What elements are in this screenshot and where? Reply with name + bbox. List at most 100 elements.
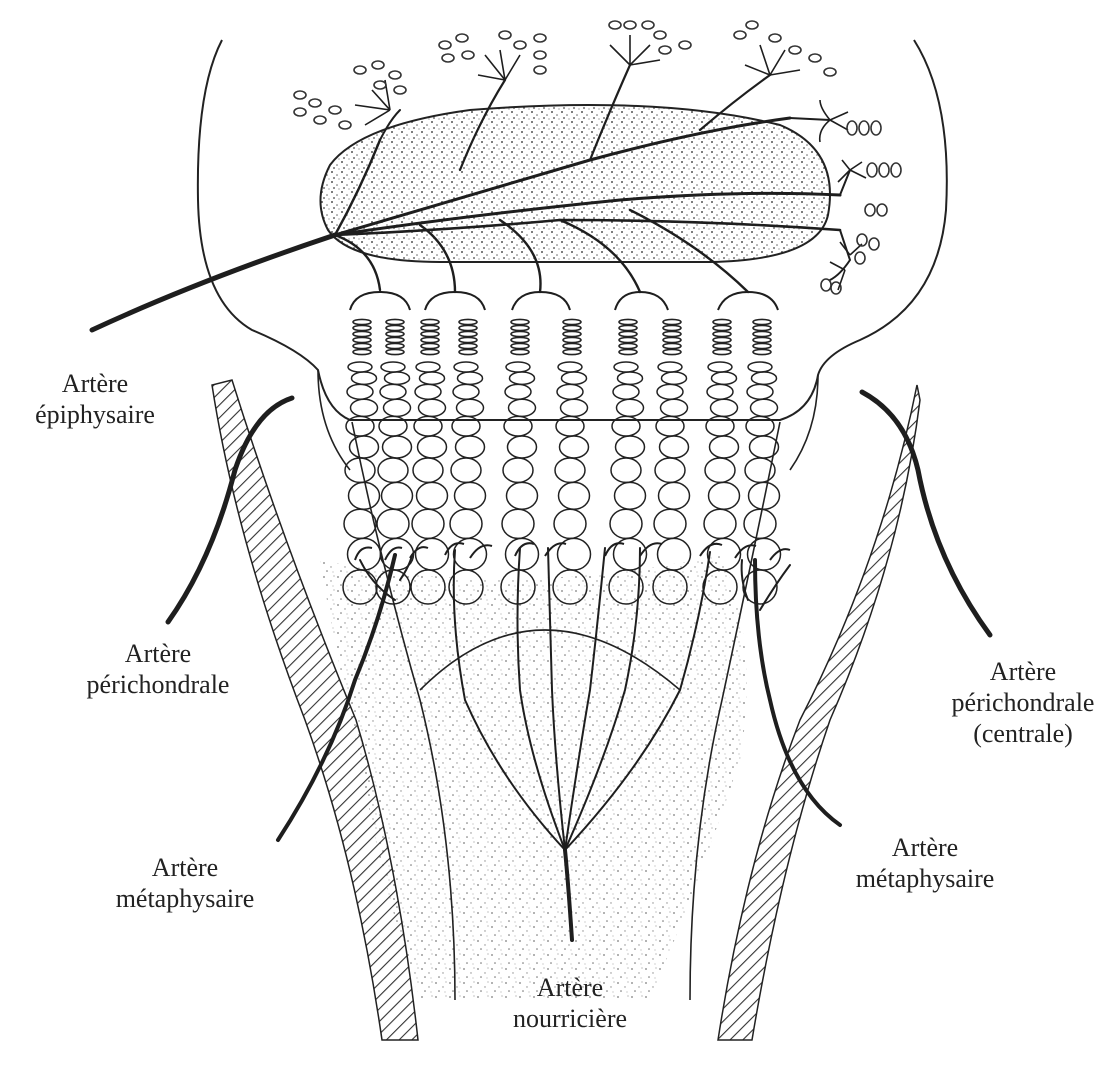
- cartilage-cell: [711, 399, 738, 416]
- cartilage-cell: [416, 362, 440, 372]
- cartilage-cell: [380, 384, 406, 399]
- cartilage-cell: [617, 399, 644, 416]
- cartilage-cell: [619, 349, 637, 354]
- cartilage-cell: [386, 331, 404, 336]
- cartilage-cell: [508, 436, 537, 458]
- cartilage-cell: [618, 372, 643, 384]
- cartilage-cell: [561, 399, 588, 416]
- cartilage-cell: [421, 319, 439, 324]
- cartilage-cell: [663, 319, 681, 324]
- epiphyseal-loops: [350, 292, 778, 310]
- cartilage-cell: [663, 349, 681, 354]
- cartilage-cell: [511, 349, 529, 354]
- label-metaphyseal-artery-right: Artère métaphysaire: [840, 832, 1010, 894]
- cartilage-cell: [459, 325, 477, 330]
- label-line: nourricière: [485, 1003, 655, 1034]
- cartilage-cell: [503, 458, 533, 482]
- cartilage-cell: [658, 362, 682, 372]
- cartilage-cell: [654, 509, 686, 538]
- cartilage-cell: [563, 337, 581, 342]
- cartilage-cell: [509, 399, 536, 416]
- cartilage-cell: [511, 319, 529, 324]
- cartilage-cell: [353, 331, 371, 336]
- cartilage-cell: [616, 436, 645, 458]
- cartilage-cell: [353, 337, 371, 342]
- cartilage-cell: [753, 337, 771, 342]
- cartilage-cell: [709, 482, 740, 509]
- perichondral-artery-right: [862, 392, 990, 635]
- label-nutrient-artery: Artère nourricière: [485, 972, 655, 1034]
- right-cortex-hatched: [718, 385, 920, 1040]
- cartilage-cell: [659, 482, 690, 509]
- cartilage-cell: [455, 482, 486, 509]
- cartilage-cell: [707, 384, 733, 399]
- cartilage-cell: [704, 509, 736, 538]
- cartilage-cell: [663, 337, 681, 342]
- cartilage-cell: [348, 538, 381, 570]
- cartilage-cell: [510, 372, 535, 384]
- cartilage-cell: [418, 436, 447, 458]
- cartilage-cell: [505, 384, 531, 399]
- cartilage-cell: [459, 343, 477, 348]
- cartilage-cell: [350, 436, 379, 458]
- cartilage-cell: [507, 482, 538, 509]
- cartilage-cell: [386, 337, 404, 342]
- label-line: Artère: [100, 852, 270, 883]
- cartilage-cell: [563, 325, 581, 330]
- cartilage-cell: [744, 509, 776, 538]
- cartilage-cell: [554, 509, 586, 538]
- cartilage-cell: [353, 349, 371, 354]
- cartilage-cell: [381, 362, 405, 372]
- cartilage-cell: [619, 319, 637, 324]
- cartilage-cell: [416, 538, 449, 570]
- cartilage-column: [653, 319, 691, 604]
- cartilage-cell: [459, 337, 477, 342]
- cartilage-cell: [713, 331, 731, 336]
- label-line: Artère: [840, 832, 1010, 863]
- label-line: (centrale): [936, 718, 1110, 749]
- cartilage-cell: [459, 319, 477, 324]
- cartilage-cell: [752, 372, 777, 384]
- cartilage-cell: [713, 319, 731, 324]
- cartilage-cell: [511, 331, 529, 336]
- cartilage-cell: [421, 349, 439, 354]
- cartilage-cell: [557, 384, 583, 399]
- cartilage-cell: [708, 362, 732, 372]
- cartilage-column: [743, 319, 781, 604]
- cartilage-cell: [386, 319, 404, 324]
- cartilage-cell: [613, 384, 639, 399]
- label-line: métaphysaire: [840, 863, 1010, 894]
- cartilage-cell: [344, 509, 376, 538]
- label-line: métaphysaire: [100, 883, 270, 914]
- cartilage-cell: [353, 319, 371, 324]
- cartilage-cell: [454, 362, 478, 372]
- cartilage-cell: [663, 343, 681, 348]
- cartilage-cell: [563, 349, 581, 354]
- cartilage-cell: [562, 372, 587, 384]
- cartilage-cell: [753, 325, 771, 330]
- cartilage-cell: [713, 343, 731, 348]
- cartilage-cell: [559, 482, 590, 509]
- cartilage-cell: [655, 458, 685, 482]
- cartilage-cell: [511, 343, 529, 348]
- label-line: épiphysaire: [25, 399, 165, 430]
- cartilage-cell: [419, 399, 446, 416]
- cartilage-cell: [713, 325, 731, 330]
- cartilage-cell: [353, 325, 371, 330]
- cartilage-cell: [663, 331, 681, 336]
- cartilage-cell: [657, 384, 683, 399]
- cartilage-column: [411, 319, 449, 604]
- cartilage-cell: [713, 349, 731, 354]
- cartilage-column: [609, 319, 647, 604]
- cartilage-cell: [377, 509, 409, 538]
- cartilage-cell: [415, 384, 441, 399]
- cartilage-cell: [610, 509, 642, 538]
- cartilage-cell: [619, 331, 637, 336]
- cartilage-cell: [753, 349, 771, 354]
- cartilage-cell: [421, 343, 439, 348]
- cartilage-cell: [458, 372, 483, 384]
- cartilage-cell: [511, 337, 529, 342]
- cartilage-cell: [619, 337, 637, 342]
- cartilage-cell: [386, 343, 404, 348]
- cartilage-cell: [705, 458, 735, 482]
